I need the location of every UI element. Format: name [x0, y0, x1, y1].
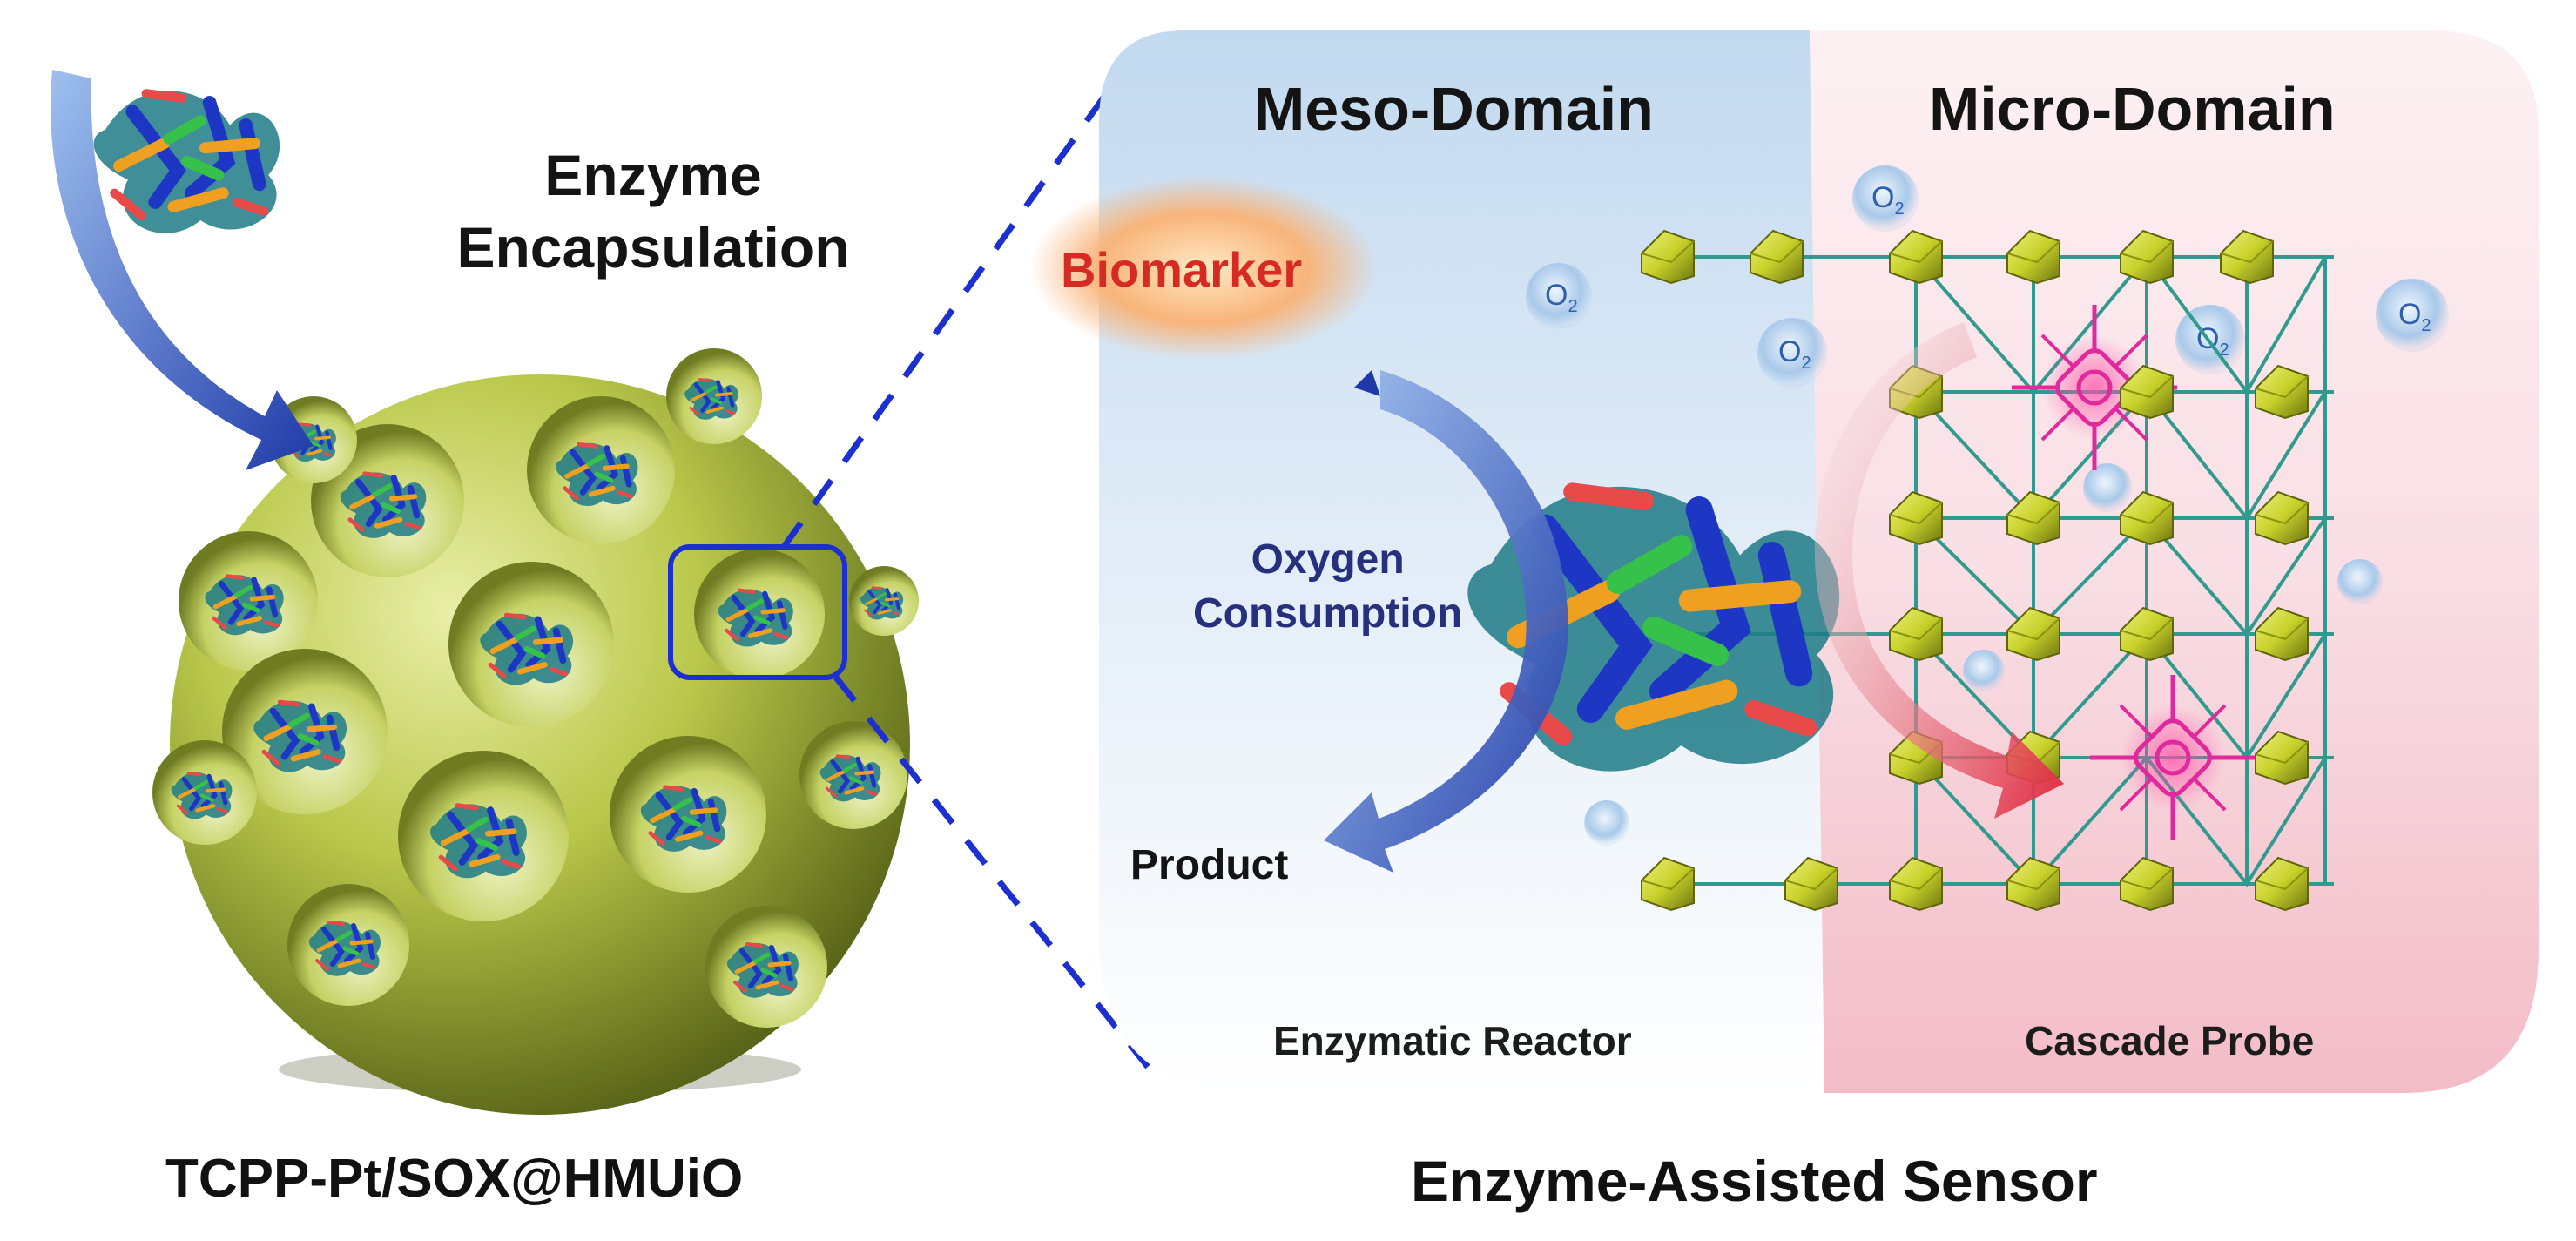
- encapsulation-line1: Enzyme: [544, 143, 762, 207]
- material-caption: TCPP-Pt/SOX@HMUiO: [165, 1149, 744, 1209]
- biomarker-label: Biomarker: [1061, 242, 1303, 297]
- oxygen-bubbles: O2 O2 O2 O2 O2: [1526, 165, 2449, 846]
- free-enzyme: [94, 91, 280, 233]
- enzyme-encapsulation-label: Enzyme Encapsulation: [427, 139, 880, 283]
- cascade-probe-label: Cascade Probe: [2025, 1018, 2315, 1063]
- oxygen-line1: Oxygen: [1251, 536, 1405, 583]
- micro-domain-panel: [1810, 30, 2539, 1093]
- micro-domain-title: Micro-Domain: [1929, 75, 2336, 143]
- pore-enzymes: [152, 348, 919, 1028]
- enzymatic-reactor-label: Enzymatic Reactor: [1273, 1018, 1632, 1063]
- encapsulation-line2: Encapsulation: [456, 214, 850, 280]
- product-label: Product: [1130, 842, 1289, 888]
- sensor-caption: Enzyme-Assisted Sensor: [1411, 1149, 2098, 1213]
- biomarker-cloud: [1029, 177, 1378, 360]
- zoom-line-top: [781, 89, 1110, 550]
- zoom-box: [668, 544, 847, 680]
- oxygen-consumption-label: Oxygen Consumption: [1193, 533, 1462, 642]
- oxygen-consumption-arrow: [1324, 370, 1568, 873]
- cascade-arrow: [1814, 322, 2064, 819]
- meso-domain-title: Meso-Domain: [1254, 75, 1654, 143]
- oxygen-line2: Consumption: [1193, 590, 1463, 637]
- hmuio-sphere: [152, 348, 919, 1115]
- encapsulation-arrow: [51, 70, 314, 470]
